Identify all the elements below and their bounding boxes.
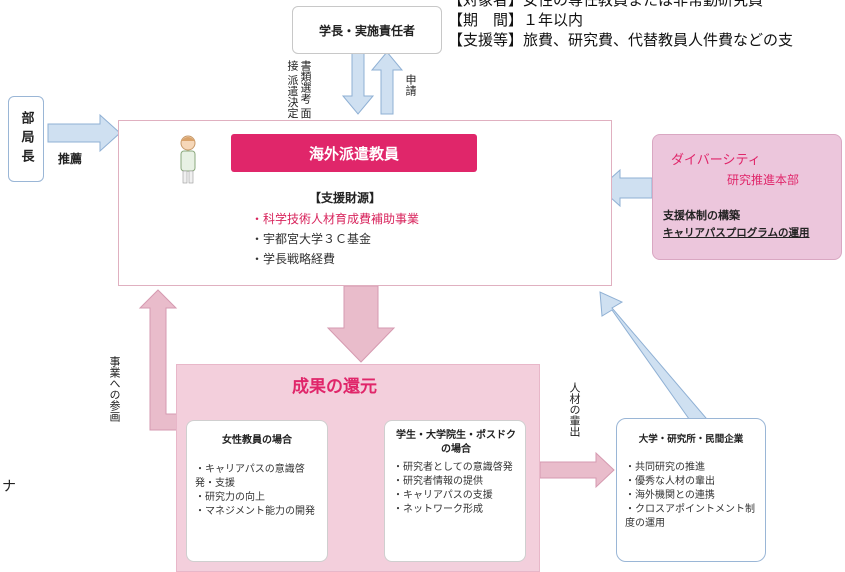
diversity-box: ダイバーシティ 研究推進本部 支援体制の構築 キャリアパスプログラムの運用: [652, 134, 842, 260]
list-item: ・共同研究の推進: [625, 462, 705, 473]
arrow-from-president: [341, 51, 375, 115]
target-text: 【対象者】女性の専任教員または非常勤研究員: [448, 0, 764, 9]
president-box: 学長・実施責任者: [292, 6, 442, 54]
student-box-title: 学生・大学院生・ポスドクの場合: [396, 430, 516, 455]
dean-label: 部局長: [18, 110, 34, 168]
list-item: ・キャリアパスの意識啓発・支援: [195, 464, 305, 489]
fund-item: ・学長戦略経費: [251, 252, 336, 266]
list-item: ・ネットワーク形成: [393, 504, 483, 515]
teacher-icon: [180, 135, 196, 184]
diversity-title: ダイバーシティ: [671, 153, 761, 168]
arrow-dean-to-main: [47, 113, 121, 153]
recommend-label: 推薦: [58, 152, 83, 166]
support-text: 【支援等】旅費、研究費、代替教員人件費などの支: [448, 31, 794, 49]
list-item: ・優秀な人材の輩出: [625, 476, 715, 487]
arrow-to-president: [370, 51, 404, 115]
talent-label: 人材の輩出: [568, 382, 581, 437]
fund-item: ・科学技術人材育成費補助事業: [251, 212, 420, 226]
screening-label: 書類選考 面接 派遣決定: [286, 60, 312, 119]
main-header-label: 海外派遣教員: [308, 144, 399, 163]
participation-label: 事業への参画: [108, 356, 121, 422]
arrow-univ-to-main: [599, 291, 707, 427]
top-info: 【対象者】女性の専任教員または非常勤研究員 【期 間】１年以内 【支援等】旅費、…: [448, 0, 793, 50]
apply-label: 申請: [404, 74, 417, 96]
president-label: 学長・実施責任者: [318, 23, 415, 38]
main-box: 海外派遣教員 【支援財源】 ・科学技術人材育成費補助事業 ・宇都宮大学３Ｃ基金 …: [118, 120, 612, 286]
list-item: ・クロスアポイントメント制度の運用: [625, 504, 755, 529]
dean-box: 部局長: [8, 96, 44, 182]
main-header: 海外派遣教員: [231, 134, 477, 172]
list-item: ・研究者情報の提供: [393, 476, 483, 487]
univ-box-title: 大学・研究所・民間企業: [638, 434, 744, 445]
women-box-list: ・キャリアパスの意識啓発・支援 ・研究力の向上 ・マネジメント能力の開発: [195, 463, 323, 519]
univ-box: 大学・研究所・民間企業 ・共同研究の推進 ・優秀な人材の輩出 ・海外機関との連携…: [616, 418, 766, 562]
list-item: ・キャリアパスの支援: [393, 490, 493, 501]
period-text: 【期 間】１年以内: [448, 11, 584, 29]
diversity-subtitle: 研究推進本部: [727, 173, 800, 187]
edge-char: ナ: [2, 479, 16, 495]
arrow-results-to-univ: [539, 451, 615, 489]
women-box: 女性教員の場合 ・キャリアパスの意識啓発・支援 ・研究力の向上 ・マネジメント能…: [186, 420, 328, 562]
diversity-line1: 支援体制の構築: [663, 209, 740, 222]
results-title: 成果の還元: [292, 377, 377, 397]
funds-list: ・科学技術人材育成費補助事業 ・宇都宮大学３Ｃ基金 ・学長戦略経費: [251, 209, 419, 269]
student-box: 学生・大学院生・ポスドクの場合 ・研究者としての意識啓発 ・研究者情報の提供 ・…: [384, 420, 526, 562]
diversity-line2: キャリアパスプログラムの運用: [663, 227, 810, 239]
funds-title: 【支援財源】: [309, 191, 382, 205]
arrow-participation: [138, 289, 179, 431]
univ-box-list: ・共同研究の推進 ・優秀な人材の輩出 ・海外機関との連携 ・クロスアポイントメン…: [625, 461, 761, 531]
women-box-title: 女性教員の場合: [222, 435, 292, 446]
student-box-list: ・研究者としての意識啓発 ・研究者情報の提供 ・キャリアパスの支援 ・ネットワー…: [393, 461, 521, 517]
arrow-main-to-results: [326, 285, 396, 363]
list-item: ・マネジメント能力の開発: [195, 506, 315, 517]
list-item: ・研究力の向上: [195, 492, 265, 503]
list-item: ・海外機関との連携: [625, 490, 715, 501]
list-item: ・研究者としての意識啓発: [393, 462, 513, 473]
fund-item: ・宇都宮大学３Ｃ基金: [251, 232, 372, 246]
